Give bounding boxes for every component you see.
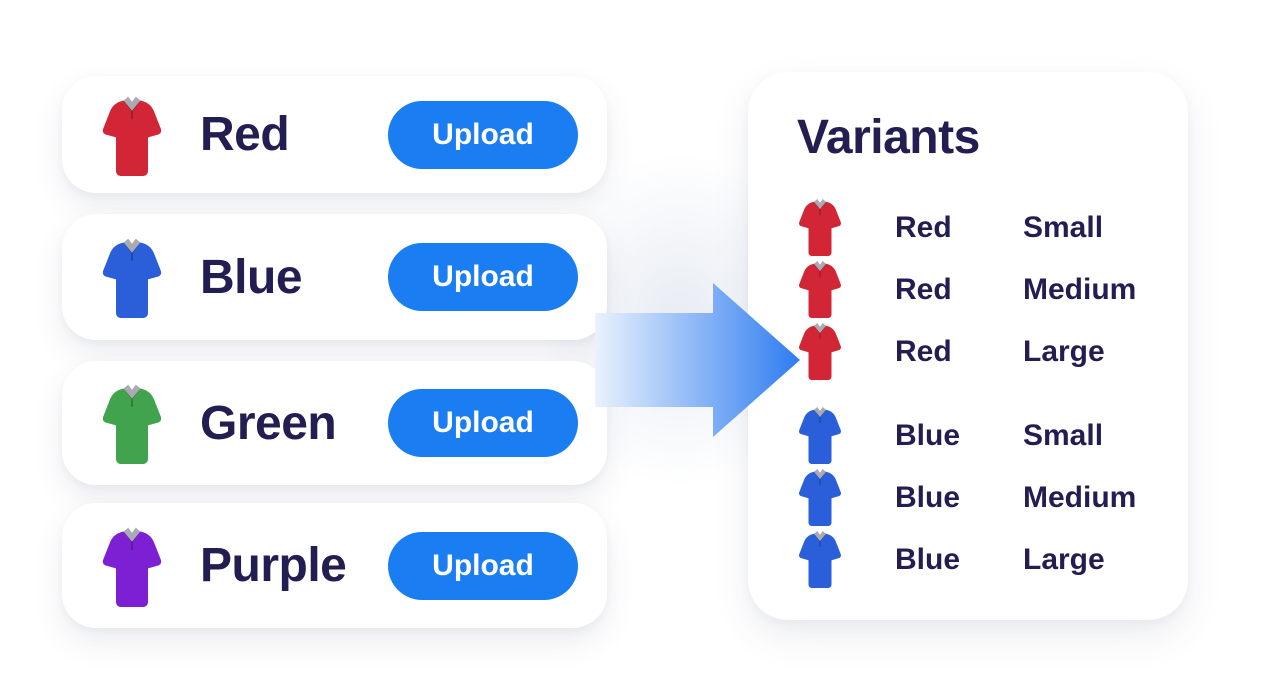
variant-color: Blue	[895, 543, 961, 576]
card-label: Green	[200, 396, 337, 450]
card-label: Blue	[200, 250, 303, 304]
variant-size: Small	[1023, 211, 1104, 244]
variants-list: Red Small Red Medium Red Large Blue Smal…	[748, 197, 1188, 591]
variant-size: Medium	[1023, 273, 1137, 306]
variant-size: Large	[1023, 543, 1105, 576]
card-label: Red	[200, 108, 290, 161]
right-arrow-icon	[595, 283, 800, 437]
polo-shirt-icon	[102, 238, 162, 319]
variant-row: Blue Medium	[748, 467, 1188, 529]
upload-button[interactable]: Upload	[388, 389, 578, 457]
polo-shirt-icon	[102, 527, 162, 607]
variant-row: Red Small	[748, 197, 1188, 259]
upload-button[interactable]: Upload	[388, 243, 578, 311]
variant-row: Red Large	[748, 321, 1188, 383]
variant-row: Red Medium	[748, 259, 1188, 321]
polo-shirt-icon	[799, 469, 841, 527]
variant-size: Small	[1023, 419, 1104, 452]
polo-shirt-icon	[102, 96, 162, 176]
variants-panel: Variants Red Small Red Medium Red Large …	[748, 72, 1188, 620]
upload-card-blue: Blue Upload	[62, 214, 607, 340]
upload-button[interactable]: Upload	[388, 531, 578, 600]
upload-card-purple: Purple Upload	[62, 503, 607, 628]
variant-color: Red	[895, 273, 952, 306]
upload-card-green: Green Upload	[62, 361, 607, 485]
upload-card-red: Red Upload	[62, 76, 607, 193]
card-label: Purple	[200, 539, 347, 592]
variant-color: Blue	[895, 419, 961, 452]
variant-row: Blue Large	[748, 529, 1188, 591]
upload-button[interactable]: Upload	[388, 100, 578, 169]
variant-color: Blue	[895, 481, 961, 514]
variant-row: Blue Small	[748, 405, 1188, 467]
polo-shirt-icon	[102, 384, 162, 465]
polo-shirt-icon	[799, 199, 841, 257]
variant-size: Large	[1023, 335, 1105, 368]
polo-shirt-icon	[799, 531, 841, 589]
variant-size: Medium	[1023, 481, 1137, 514]
variant-color: Red	[895, 335, 952, 368]
variant-color: Red	[895, 211, 952, 244]
variants-title: Variants	[797, 111, 980, 164]
